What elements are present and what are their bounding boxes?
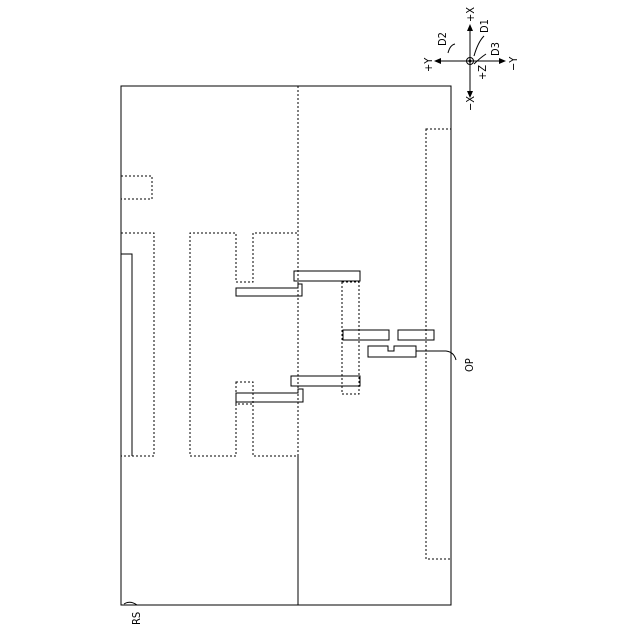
axis-minus-x-label: −X	[464, 96, 477, 111]
axis-plus-z-label: +Z	[476, 65, 489, 80]
axis-d3-label: D3	[489, 42, 502, 56]
axis-plus-x-label: +X	[464, 7, 477, 22]
op-leader	[416, 351, 456, 360]
left-strip-inner	[121, 254, 132, 456]
axis-d2-label: D2	[436, 32, 449, 46]
axis-d1-label: D1	[478, 19, 491, 33]
axis-minus-y-label: −Y	[507, 56, 520, 71]
op-label: OP	[463, 358, 476, 372]
axis-plus-y-label: +Y	[422, 57, 435, 72]
rs-label: RS	[130, 612, 143, 625]
solid-pads	[236, 271, 434, 402]
